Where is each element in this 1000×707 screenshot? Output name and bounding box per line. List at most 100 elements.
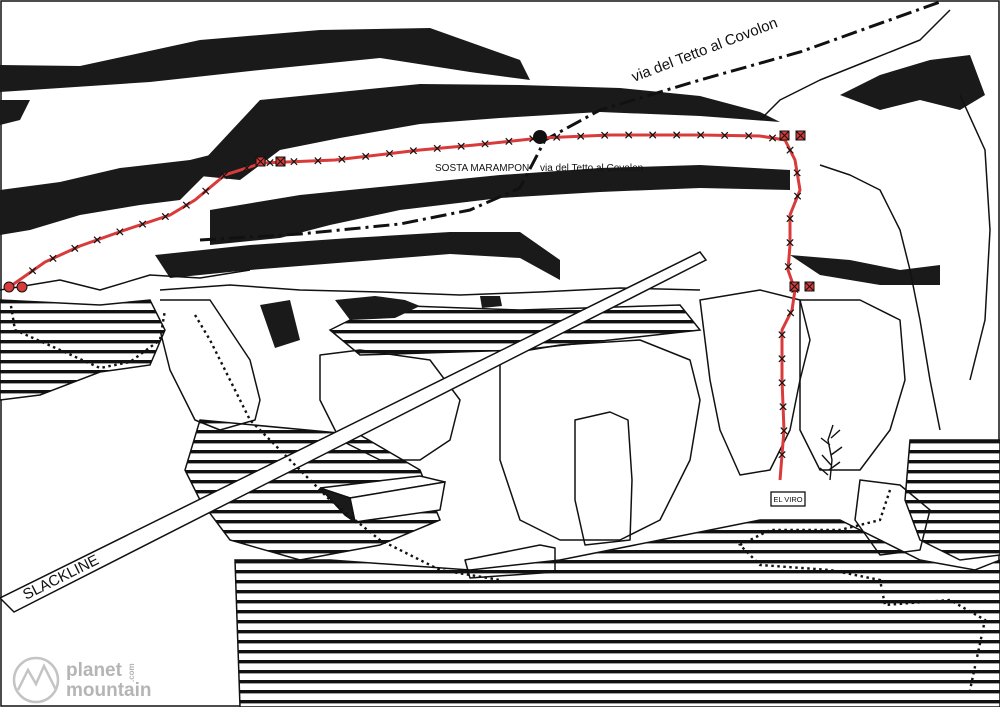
- bolt-mark: [93, 236, 101, 244]
- belay-icon: [779, 130, 806, 141]
- bolt-mark: [314, 157, 322, 165]
- bolt-mark: [481, 140, 489, 148]
- rock-band-left: [0, 150, 230, 235]
- start-label-box: EL VIRO: [770, 491, 806, 507]
- outline-wall-right: [759, 9, 951, 121]
- bolt-mark: [601, 131, 609, 139]
- belay-icon: [789, 281, 815, 292]
- bolt-mark: [625, 131, 633, 139]
- planetmountain-logo: planet mountain .com: [12, 656, 152, 704]
- bolt-mark: [362, 152, 370, 161]
- rock-blob-2: [480, 296, 502, 308]
- logo-mountain-icon: [12, 656, 60, 704]
- approach-paths: [8, 299, 987, 691]
- rock-band-roof: [190, 84, 780, 180]
- bolt-mark: [779, 403, 787, 411]
- bolt-mark: [793, 192, 802, 200]
- bolt-mark: [433, 144, 441, 153]
- rock-blob-1: [335, 296, 420, 320]
- bolt-mark: [409, 147, 418, 155]
- bolt-mark: [673, 131, 681, 139]
- start-label: EL VIRO: [773, 495, 802, 504]
- rock-band-lower: [155, 232, 560, 280]
- outline-block-c: [699, 289, 811, 476]
- bolt-mark: [697, 131, 705, 139]
- bolt-mark: [385, 149, 394, 158]
- rock-band-top: [0, 28, 530, 92]
- outline-low-rock: [854, 479, 931, 556]
- rock-bands: [0, 28, 985, 348]
- bolt-mark: [220, 172, 228, 180]
- logo-peak-icon: [16, 663, 58, 691]
- bolt-mark: [778, 355, 786, 363]
- bolt-mark: [457, 142, 465, 150]
- bolt-mark: [116, 228, 124, 236]
- rock-band-right: [840, 55, 985, 110]
- bolt-mark: [780, 427, 788, 435]
- bolt-mark: [768, 134, 777, 142]
- ground-left-lower: [184, 419, 441, 561]
- belay-stations: [3, 130, 815, 293]
- outline-cliff-top: [159, 284, 701, 296]
- bolt-mark: [793, 169, 801, 177]
- route-bolts: [28, 131, 802, 459]
- bolt-mark: [266, 159, 274, 167]
- bolt-mark: [778, 331, 786, 339]
- bolt-mark: [161, 212, 169, 221]
- ground-right: [904, 439, 1000, 561]
- rock-outlines: [0, 9, 991, 579]
- bolt-mark: [290, 158, 298, 166]
- bolt-mark: [202, 187, 210, 195]
- bolt-mark: [745, 132, 753, 140]
- outline-block-a: [319, 349, 461, 461]
- logo-suffix: .com: [127, 663, 136, 682]
- belay-icon: [255, 156, 286, 167]
- bolt-mark: [71, 244, 79, 252]
- outline-left-ledge: [0, 269, 251, 291]
- ground-left: [0, 299, 166, 401]
- rock-band-right-low: [790, 255, 940, 285]
- bolt-mark: [778, 379, 786, 387]
- logo-line2: mountain: [66, 680, 152, 701]
- bolt-mark: [786, 309, 795, 317]
- outline-right-edge: [959, 94, 991, 381]
- route-tetto-line: [199, 0, 941, 242]
- bolt-mark: [505, 137, 513, 145]
- path-left: [8, 299, 167, 370]
- bolt-mark: [786, 239, 794, 247]
- bolt-mark: [784, 262, 792, 271]
- outline-block-d: [799, 299, 906, 471]
- bolt-mark: [778, 451, 786, 459]
- bolt-mark: [49, 254, 57, 262]
- bolt-mark: [28, 267, 37, 275]
- ground-bottom: [234, 519, 1000, 707]
- route-red: [3, 130, 815, 481]
- shrub-icon: [819, 424, 843, 481]
- outline-pillar: [574, 411, 633, 546]
- rock-blob-4: [0, 100, 30, 125]
- route-tetto-covolon: [199, 0, 941, 242]
- bolt-mark: [577, 132, 585, 140]
- bolt-mark: [721, 131, 729, 140]
- bolt-mark: [243, 164, 251, 172]
- hatched-ground: [0, 299, 1000, 707]
- route-lower-label: via del Tetto al Covolon: [540, 163, 643, 174]
- bolt-mark: [786, 146, 794, 154]
- bolt-mark: [786, 215, 794, 223]
- rock-band-mid: [210, 165, 790, 245]
- bolt-mark: [182, 201, 191, 209]
- sosta-marampon-marker: [533, 130, 547, 144]
- logo-line1: planet: [66, 660, 123, 681]
- belay-label: SOSTA MARAMPON: [435, 163, 529, 174]
- outline-pillar-left: [159, 299, 261, 431]
- bolt-mark: [649, 131, 657, 139]
- start-belay-icon: [3, 281, 28, 293]
- bolt-mark: [138, 220, 147, 228]
- outline-right-face: [819, 164, 941, 431]
- path-diagonal: [193, 314, 501, 582]
- outline-block-b: [499, 339, 701, 541]
- bolt-mark: [338, 155, 346, 163]
- bolt-mark: [553, 133, 561, 141]
- rock-blob-3: [260, 300, 300, 348]
